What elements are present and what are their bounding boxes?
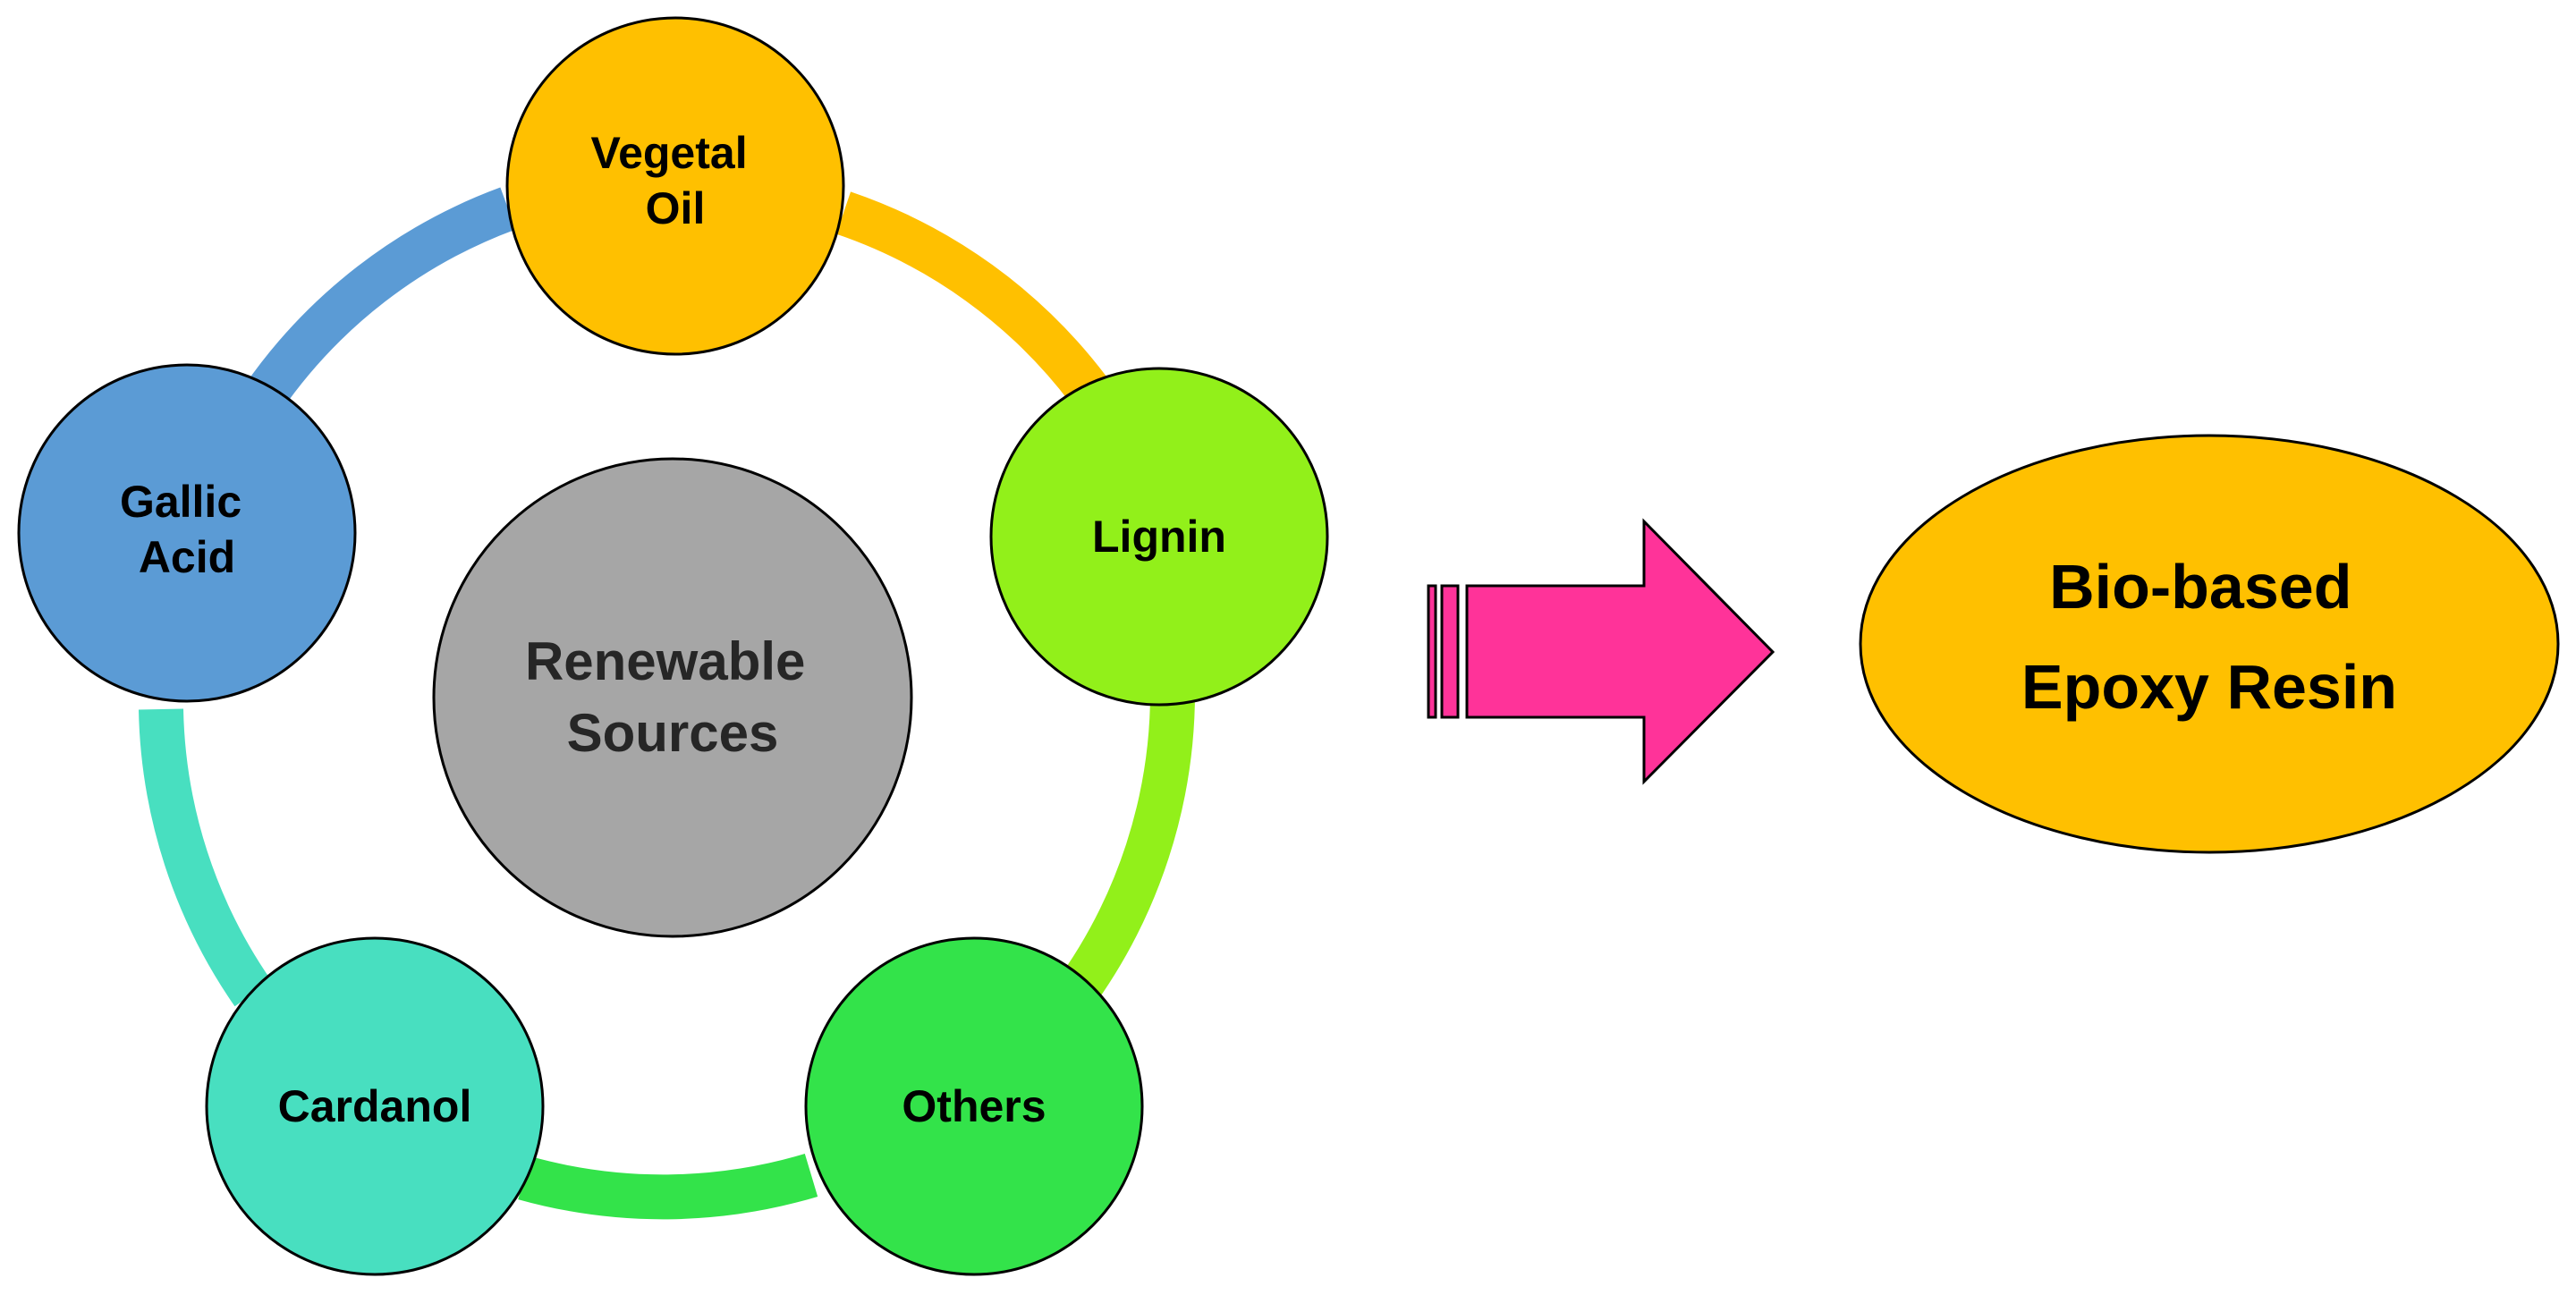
source-node-cardanol: Cardanol bbox=[205, 936, 545, 1276]
svg-text:Others: Others bbox=[902, 1081, 1046, 1131]
svg-text:Cardanol: Cardanol bbox=[278, 1081, 472, 1131]
others-circle bbox=[804, 936, 1144, 1276]
gallic-acid-label-line-2: Acid bbox=[139, 532, 235, 582]
vegetal-oil-circle bbox=[505, 16, 845, 356]
gallic-acid-circle bbox=[17, 363, 357, 703]
cardanol-circle bbox=[205, 936, 545, 1276]
result-label-line-1: Bio-based bbox=[2049, 552, 2351, 622]
arrow-body bbox=[1465, 518, 1775, 785]
ring-segment-cardanol-gallic-acid bbox=[139, 708, 272, 1007]
ring bbox=[139, 187, 1196, 1220]
source-node-lignin: Lignin bbox=[989, 367, 1329, 707]
ring-segment-others-cardanol bbox=[518, 1154, 818, 1220]
arrow-stripe-1 bbox=[1427, 584, 1437, 719]
source-node-vegetal-oil: Vegetal Oil bbox=[505, 16, 845, 356]
center-label-line-1: Renewable bbox=[525, 631, 805, 691]
ring-segment-gallic-acid-vegetal-oil bbox=[244, 187, 516, 411]
others-label: Others bbox=[902, 1081, 1046, 1131]
vegetal-oil-label-line-1: Vegetal bbox=[590, 128, 747, 178]
lignin-circle bbox=[989, 367, 1329, 707]
source-node-gallic-acid: Gallic Acid bbox=[17, 363, 357, 703]
result-label-line-2: Epoxy Resin bbox=[2021, 652, 2397, 722]
center-circle bbox=[432, 457, 913, 938]
center-node: Renewable Sources bbox=[432, 457, 913, 938]
arrow bbox=[1427, 518, 1775, 785]
svg-text:Bio-based Epoxy Resin: Bio-based Epoxy Resin bbox=[2021, 552, 2397, 722]
source-node-others: Others bbox=[804, 936, 1144, 1276]
arrow-stripe-2 bbox=[1440, 584, 1460, 719]
lignin-label: Lignin bbox=[1092, 512, 1226, 562]
result-node: Bio-based Epoxy Resin bbox=[1859, 434, 2560, 854]
svg-text:Lignin: Lignin bbox=[1092, 512, 1226, 562]
gallic-acid-label-line-1: Gallic bbox=[120, 477, 242, 527]
result-ellipse bbox=[1859, 434, 2560, 854]
svg-text:Vegetal Oil: Vegetal Oil bbox=[590, 128, 759, 233]
svg-text:Gallic Acid: Gallic Acid bbox=[120, 477, 254, 582]
svg-text:Renewable Sources: Renewable Sources bbox=[525, 631, 820, 763]
ring-segment-lignin-others bbox=[1054, 688, 1196, 1011]
ring-segment-vegetal-oil-lignin bbox=[835, 191, 1106, 404]
cardanol-label: Cardanol bbox=[278, 1081, 472, 1131]
center-label-line-2: Sources bbox=[567, 703, 779, 763]
vegetal-oil-label-line-2: Oil bbox=[646, 183, 706, 233]
